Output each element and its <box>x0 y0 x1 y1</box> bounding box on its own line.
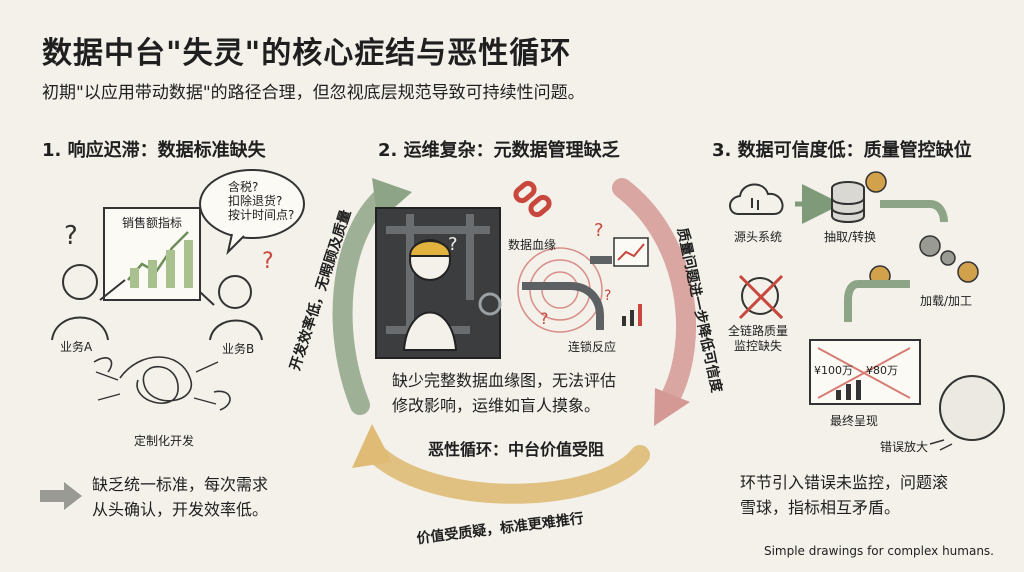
lineage-label: 数据血缘 <box>508 236 556 253</box>
footer-credit: Simple drawings for complex humans. <box>764 544 994 558</box>
page-title: 数据中台"失灵"的核心症结与恶性循环 <box>42 28 571 72</box>
bubble-line: 含税? <box>228 180 294 194</box>
svg-text:?: ? <box>448 234 458 255</box>
description-line: 雪球，指标相互矛盾。 <box>740 495 948 520</box>
monitor-missing-label: 全链路质量 监控缺失 <box>728 324 788 354</box>
description-line: 缺乏统一标准，每次需求 <box>92 472 268 497</box>
description-line: 修改影响，运维如盲人摸象。 <box>392 393 616 418</box>
error-amplify-label: 错误放大 <box>880 438 928 455</box>
tangle-label: 定制化开发 <box>134 432 194 449</box>
section-2-description: 缺少完整数据血缘图，无法评估 修改影响，运维如盲人摸象。 <box>392 368 616 418</box>
monitor-line: 监控缺失 <box>728 339 788 354</box>
section-1-description: 缺乏统一标准，每次需求 从头确认，开发效率低。 <box>92 472 268 522</box>
question-mark-icon: ? <box>604 288 611 304</box>
bubble-text: 含税? 扣除退货? 按计时间点? <box>228 180 294 222</box>
person-a-label: 业务A <box>60 338 92 355</box>
screen-value-2: ¥80万 <box>866 362 898 378</box>
description-line: 从头确认，开发效率低。 <box>92 497 268 522</box>
section-1-heading: 1. 响应迟滞：数据标准缺失 <box>42 136 266 162</box>
mini-chart-icon <box>614 238 648 326</box>
page-subtitle: 初期"以应用带动数据"的路径合理，但忽视底层规范导致可持续性问题。 <box>42 78 585 103</box>
bubble-line: 按计时间点? <box>228 208 294 222</box>
arrow-right-icon <box>40 482 82 510</box>
question-mark-icon: ? <box>262 249 274 274</box>
question-mark-icon: ? <box>64 221 78 251</box>
bubble-line: 扣除退货? <box>228 194 294 208</box>
final-display-label: 最终呈现 <box>830 412 878 429</box>
person-b-figure <box>200 276 262 340</box>
question-mark-icon: ? <box>594 220 604 241</box>
cloud-icon <box>730 184 783 214</box>
load-process-label: 加载/加工 <box>920 292 972 309</box>
chain-reaction-label: 连锁反应 <box>568 338 616 355</box>
tangle-icon <box>94 357 230 410</box>
broken-chain-icon <box>513 181 551 217</box>
person-b-label: 业务B <box>222 340 254 357</box>
bug-icon <box>866 172 978 286</box>
gear-icon <box>920 236 955 265</box>
extract-transform-label: 抽取/转换 <box>824 228 876 245</box>
database-icon <box>832 182 864 222</box>
section-3-heading: 3. 数据可信度低：质量管控缺位 <box>712 136 972 162</box>
chart-label: 销售额指标 <box>122 214 182 231</box>
snowball-icon <box>930 376 1004 450</box>
cycle-center-label: 恶性循环：中台价值受阻 <box>428 436 604 460</box>
no-monitor-icon <box>740 276 782 318</box>
screen-value-1: ¥100万 <box>814 362 853 378</box>
monitor-line: 全链路质量 <box>728 324 788 339</box>
source-system-label: 源头系统 <box>734 228 782 245</box>
section-3-description: 环节引入错误未监控，问题滚 雪球，指标相互矛盾。 <box>740 470 948 520</box>
question-mark-icon: ? <box>540 309 549 328</box>
description-line: 缺少完整数据血缘图，无法评估 <box>392 368 616 393</box>
description-line: 环节引入错误未监控，问题滚 <box>740 470 948 495</box>
section-2-heading: 2. 运维复杂：元数据管理缺乏 <box>378 136 620 162</box>
dark-pipe-panel: ? <box>376 208 500 358</box>
